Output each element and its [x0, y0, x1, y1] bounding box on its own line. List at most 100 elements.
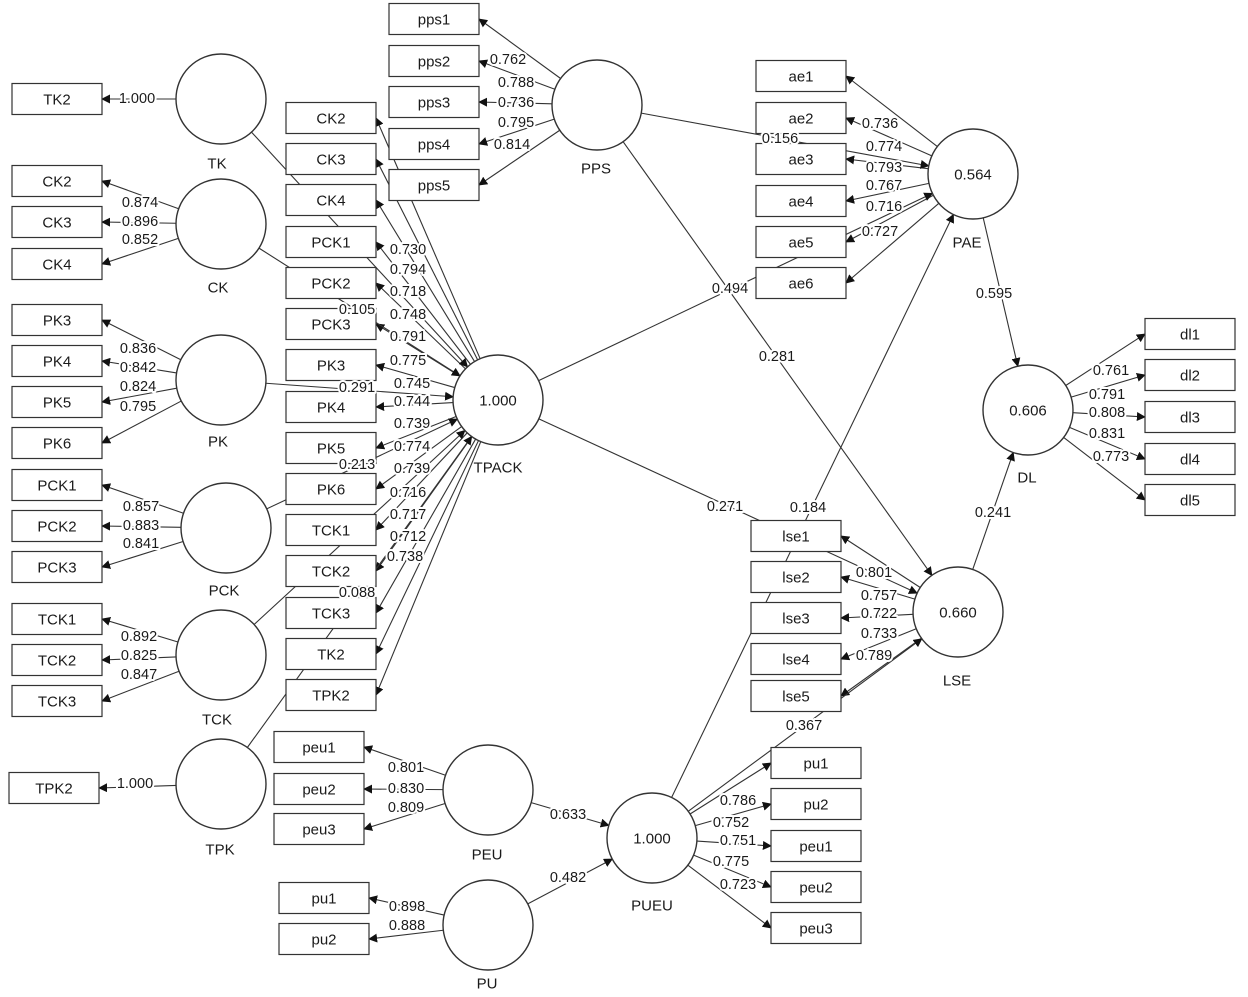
latent-variable-pps[interactable]: PPS [551, 59, 643, 178]
indicator-box-pu-pu2[interactable]: pu2 [278, 922, 370, 956]
indicator-box-pps-pps2[interactable]: pps2 [388, 44, 480, 78]
indicator-box-peu-peu2[interactable]: peu2 [273, 772, 365, 806]
indicator-box-tck-tck1[interactable]: TCK1 [11, 602, 103, 636]
indicator-box-tpack-pk3[interactable]: PK3 [285, 348, 377, 382]
indicator-box-pueu-pu2[interactable]: pu2 [770, 787, 862, 821]
indicator-box-tpack-pck1[interactable]: PCK1 [285, 225, 377, 259]
indicator-box-pps-pps3[interactable]: pps3 [388, 85, 480, 119]
indicator-box-lse-lse4[interactable]: lse4 [750, 642, 842, 676]
loading-value: 0.795 [498, 115, 534, 131]
loading-arrow-peu-peu2 [363, 784, 444, 794]
loading-arrow-lse-lse5 [840, 637, 922, 697]
loading-value: 0.809 [388, 800, 424, 816]
indicator-box-tpack-pk6[interactable]: PK6 [285, 472, 377, 506]
indicator-box-dl-dl5[interactable]: dl5 [1144, 483, 1236, 517]
loading-value: 0.841 [123, 536, 159, 552]
indicator-box-lse-lse2[interactable]: lse2 [750, 560, 842, 594]
loading-arrow-tpack-pck2 [375, 282, 466, 370]
indicator-label: peu3 [302, 822, 335, 839]
indicator-box-pueu-peu1[interactable]: peu1 [770, 829, 862, 863]
loading-value: 0.716 [866, 199, 902, 215]
indicator-box-dl-dl4[interactable]: dl4 [1144, 442, 1236, 476]
indicator-box-tpack-pck3[interactable]: PCK3 [285, 307, 377, 341]
indicator-box-pae-ae3[interactable]: ae3 [755, 142, 847, 176]
indicator-box-tpack-tpk2[interactable]: TPK2 [285, 678, 377, 712]
indicator-box-lse-lse1[interactable]: lse1 [750, 519, 842, 553]
indicator-box-dl-dl3[interactable]: dl3 [1144, 400, 1236, 434]
path-pps-to-pae [641, 112, 930, 169]
indicator-box-tpack-pk5[interactable]: PK5 [285, 431, 377, 465]
loading-value: 0.898 [389, 899, 425, 915]
indicator-box-tk-tk2[interactable]: TK2 [11, 82, 103, 116]
loading-arrow-tpack-ck4 [375, 199, 476, 362]
indicator-box-ck-ck3[interactable]: CK3 [11, 205, 103, 239]
indicator-box-tck-tck2[interactable]: TCK2 [11, 643, 103, 677]
latent-variable-tck[interactable]: TCK [175, 609, 267, 729]
indicator-box-pps-pps4[interactable]: pps4 [388, 127, 480, 161]
indicator-box-pae-ae6[interactable]: ae6 [755, 266, 847, 300]
loading-value: 0.736 [498, 95, 534, 111]
indicator-box-tpk-tpk2[interactable]: TPK2 [8, 771, 100, 805]
indicator-box-pu-pu1[interactable]: pu1 [278, 881, 370, 915]
indicator-box-pps-pps1[interactable]: pps1 [388, 2, 480, 36]
indicator-box-pk-pk4[interactable]: PK4 [11, 344, 103, 378]
indicator-box-tck-tck3[interactable]: TCK3 [11, 684, 103, 718]
indicator-box-pae-ae4[interactable]: ae4 [755, 184, 847, 218]
indicator-box-dl-dl1[interactable]: dl1 [1144, 317, 1236, 351]
indicator-box-lse-lse3[interactable]: lse3 [750, 601, 842, 635]
indicator-box-pueu-pu1[interactable]: pu1 [770, 746, 862, 780]
indicator-label: dl5 [1180, 493, 1200, 510]
indicator-box-ck-ck4[interactable]: CK4 [11, 247, 103, 281]
loading-arrow-tpack-pk5 [375, 415, 457, 450]
loading-value: 0.791 [1089, 387, 1125, 403]
indicator-box-pk-pk6[interactable]: PK6 [11, 426, 103, 460]
indicator-box-peu-peu1[interactable]: peu1 [273, 730, 365, 764]
loading-value: 1.000 [119, 91, 155, 107]
indicator-box-tpack-pck2[interactable]: PCK2 [285, 266, 377, 300]
path-coefficient: 0.088 [339, 585, 375, 601]
loading-arrow-tpack-pck1 [375, 241, 471, 365]
latent-variable-peu[interactable]: PEU [442, 744, 534, 864]
path-pueu-to-lse [687, 638, 923, 812]
path-coefficient: 0.291 [339, 380, 375, 396]
indicator-box-tpack-tck3[interactable]: TCK3 [285, 596, 377, 630]
indicator-box-pueu-peu3[interactable]: peu3 [770, 911, 862, 945]
latent-variable-pu[interactable]: PU [442, 879, 534, 993]
indicator-label: PK4 [43, 354, 71, 371]
indicator-box-tpack-tck1[interactable]: TCK1 [285, 513, 377, 547]
path-coefficient: 0.281 [759, 349, 795, 365]
indicator-box-pk-pk5[interactable]: PK5 [11, 385, 103, 419]
latent-variable-pck[interactable]: PCK [180, 482, 272, 600]
indicator-box-pae-ae5[interactable]: ae5 [755, 225, 847, 259]
indicator-box-pck-pck1[interactable]: PCK1 [11, 468, 103, 502]
indicator-box-lse-lse5[interactable]: lse5 [750, 679, 842, 713]
latent-variable-tpk[interactable]: TPK [175, 738, 267, 859]
indicator-box-pae-ae1[interactable]: ae1 [755, 59, 847, 93]
indicator-box-pk-pk3[interactable]: PK3 [11, 303, 103, 337]
indicator-box-tpack-pk4[interactable]: PK4 [285, 390, 377, 424]
loading-value: 0.733 [861, 626, 897, 642]
indicator-box-tpack-ck4[interactable]: CK4 [285, 183, 377, 217]
indicator-box-pck-pck2[interactable]: PCK2 [11, 509, 103, 543]
indicator-box-tpack-ck3[interactable]: CK3 [285, 142, 377, 176]
latent-variable-pk[interactable]: PK [175, 334, 267, 451]
loading-value: 0.739 [394, 416, 430, 432]
indicator-box-pck-pck3[interactable]: PCK3 [11, 550, 103, 584]
latent-variable-ck[interactable]: CK [175, 178, 267, 297]
indicator-box-pae-ae2[interactable]: ae2 [755, 101, 847, 135]
latent-name: PCK [209, 583, 240, 600]
indicator-box-tpack-tk2[interactable]: TK2 [285, 637, 377, 671]
indicator-box-dl-dl2[interactable]: dl2 [1144, 358, 1236, 392]
latent-variable-tk[interactable]: TK [175, 53, 267, 173]
indicator-box-ck-ck2[interactable]: CK2 [11, 164, 103, 198]
indicator-box-tpack-tck2[interactable]: TCK2 [285, 554, 377, 588]
indicator-box-tpack-ck2[interactable]: CK2 [285, 101, 377, 135]
indicator-box-pps-pps5[interactable]: pps5 [388, 168, 480, 202]
indicator-box-pueu-peu2[interactable]: peu2 [770, 870, 862, 904]
indicator-box-peu-peu3[interactable]: peu3 [273, 812, 365, 846]
